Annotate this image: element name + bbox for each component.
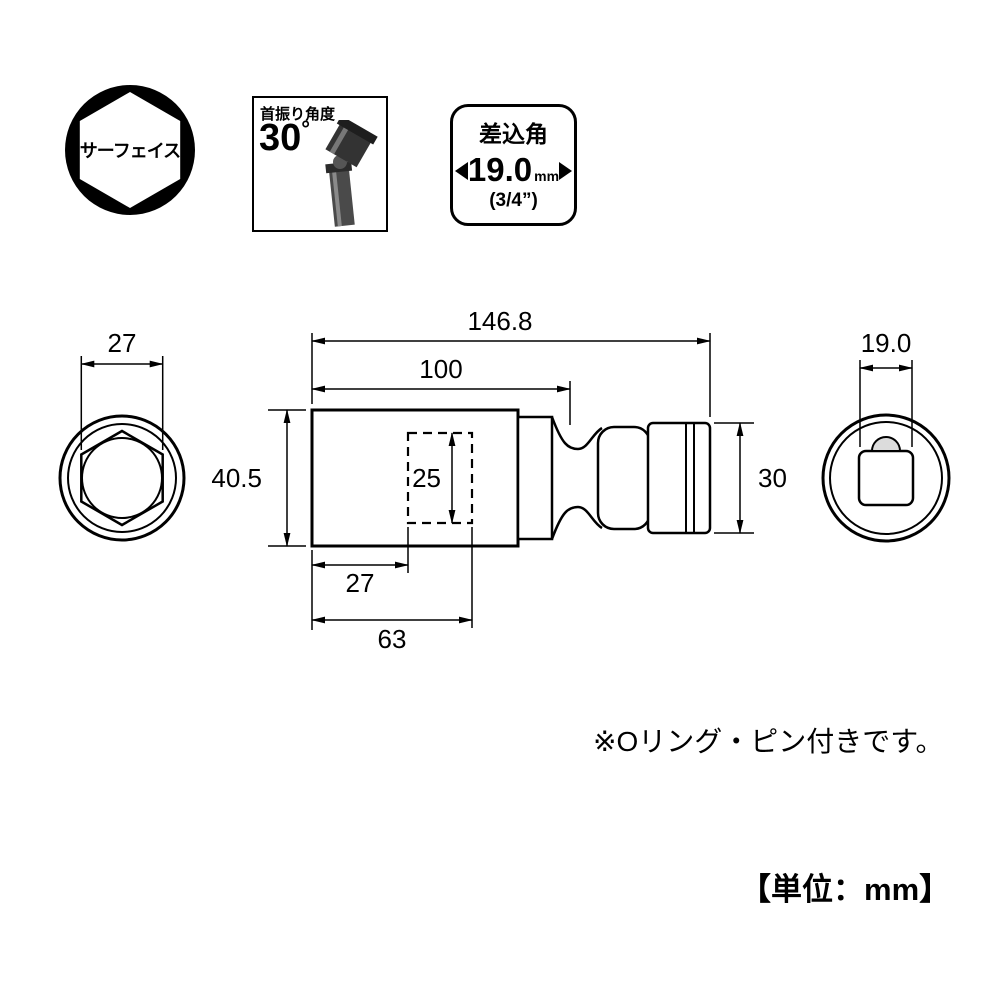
front-view [58, 414, 186, 542]
hexagon-badge-icon [65, 85, 195, 215]
square-drive-hole [857, 449, 915, 507]
dim-upper-length [311, 381, 571, 425]
unit-note: 【単位：mm】 [740, 872, 951, 907]
dim-drive-diameter-label: 30 [758, 463, 787, 493]
swing-angle-number: 30 [259, 117, 302, 159]
socket-head [325, 120, 378, 168]
back-view [821, 413, 951, 543]
drive-size-value: 19.0 [467, 151, 533, 188]
socket-shaft [325, 161, 355, 227]
dim-total-length-label: 146.8 [467, 306, 532, 336]
pin-detent [870, 436, 902, 452]
side-view [310, 408, 712, 548]
badge-hexagon [79, 92, 181, 208]
dim-bore-diameter-label: 25 [412, 463, 441, 493]
drive-size-fraction: (3/4”) [489, 190, 538, 211]
drive-size-row: 19.0 mm [453, 151, 574, 189]
swing-angle-title: 首振り角度 [260, 106, 336, 123]
right-arrow-icon [559, 162, 572, 180]
dim-total-length [311, 333, 711, 417]
neck-bottom [550, 505, 603, 540]
oring-note: ※Oリング・ピン付きです。 [593, 726, 944, 757]
drive-end [646, 421, 712, 535]
drive-size-badge: 差込角 19.0 mm (3/4”) [450, 104, 577, 226]
drive-size-title: 差込角 [479, 121, 548, 147]
dim-front-width [80, 356, 164, 450]
dim-drive-size-label: 19.0 [861, 328, 912, 358]
surface-label: サーフェイス [79, 141, 181, 161]
collar [516, 415, 554, 541]
dim-bore-depth-label: 27 [346, 568, 375, 598]
surface-badge: サーフェイス [64, 84, 196, 216]
hex-opening [80, 429, 164, 527]
swing-angle-value: 30° [259, 116, 311, 159]
drive-size-unit: mm [534, 168, 560, 184]
left-arrow-icon [455, 162, 468, 180]
dim-upper-length-label: 100 [419, 354, 462, 384]
neck-top [550, 416, 603, 451]
dim-body-diameter-label: 40.5 [211, 463, 262, 493]
dim-drive-size [859, 360, 913, 447]
hidden-bore [406, 431, 474, 525]
swing-angle-badge: 首振り角度 30° [252, 96, 388, 232]
dim-body-length-label: 63 [378, 624, 407, 654]
dim-drive-diameter [714, 422, 754, 534]
dim-body-diameter [268, 409, 306, 547]
dim-body-length [311, 527, 473, 628]
dim-front-width-label: 27 [108, 328, 137, 358]
degree-symbol: ° [301, 116, 311, 141]
tilted-socket-icon [325, 120, 378, 227]
joint-barrel [596, 425, 652, 531]
